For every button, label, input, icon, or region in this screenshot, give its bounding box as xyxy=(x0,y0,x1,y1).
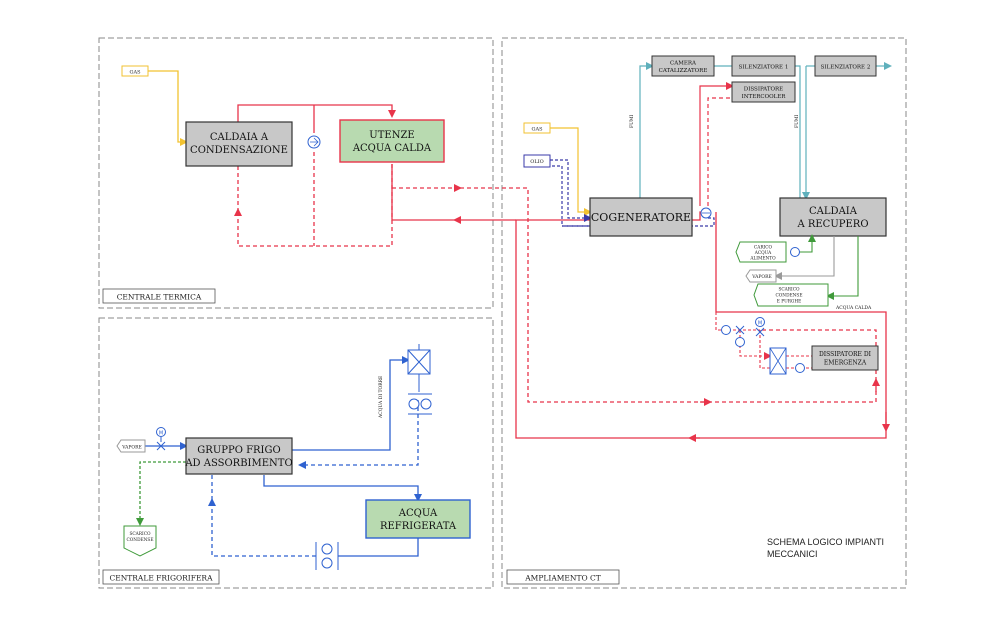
gas-tag-thermal: GAS xyxy=(121,65,149,77)
cogen-label: COGENERATORE xyxy=(591,211,691,224)
svg-text:ACQUA: ACQUA xyxy=(754,251,772,256)
hot-supply-from-ct xyxy=(515,211,887,439)
cogenerator: COGENERATORE xyxy=(589,197,693,237)
svg-text:GAS: GAS xyxy=(531,127,543,133)
cogen-pump xyxy=(700,207,712,219)
diagram-title-line1: SCHEMA LOGICO IMPIANTI xyxy=(767,537,884,547)
chilled-supply xyxy=(263,475,422,502)
flue-silencer1-to-recovery xyxy=(795,65,801,198)
hot-supply-to-utilities-b xyxy=(391,164,455,221)
absorber-steam-valve: M xyxy=(156,427,166,451)
area-frame-cooling xyxy=(98,317,494,589)
svg-text:GRUPPO FRIGO: GRUPPO FRIGO xyxy=(197,445,280,456)
steam-out-line xyxy=(774,236,835,280)
chilled-pumps xyxy=(315,542,339,570)
catalyst-chamber: CAMERA CATALIZZATORE xyxy=(651,55,715,77)
flue-cogen-to-catalyst xyxy=(639,62,654,198)
hot-supply-header xyxy=(237,104,396,122)
hot-return-loop xyxy=(234,164,393,247)
boiler-label-1: CALDAIA A xyxy=(210,132,269,143)
svg-text:AD ASSORBIMENTO: AD ASSORBIMENTO xyxy=(184,458,292,469)
area-label-cooling: CENTRALE FRIGORIFERA xyxy=(110,574,214,583)
svg-text:GAS: GAS xyxy=(129,70,141,76)
area-frames xyxy=(98,37,907,589)
emergency-valves: M xyxy=(735,317,765,337)
area-frame-thermal xyxy=(98,37,494,309)
svg-text:VAPORE: VAPORE xyxy=(121,445,142,451)
svg-text:CARICO: CARICO xyxy=(754,246,773,251)
hot-water-utilities: UTENZE ACQUA CALDA xyxy=(339,119,445,163)
motor-symbol-emergency: M xyxy=(758,321,762,327)
chilled-water-user: ACQUA REFRIGERATA xyxy=(365,499,471,539)
svg-text:REFRIGERATA: REFRIGERATA xyxy=(380,521,457,532)
cooling-tower xyxy=(407,344,432,415)
absorption-chiller: GRUPPO FRIGO AD ASSORBIMENTO xyxy=(184,437,293,475)
boiler-label-2: CONDENSAZIONE xyxy=(190,145,288,156)
recovery-boiler: CALDAIA A RECUPERO xyxy=(779,197,887,237)
hot-water-pipe-label: ACQUA CALDA xyxy=(835,305,872,311)
emergency-exchanger xyxy=(769,347,787,375)
feed-water-tag: CARICO ACQUA ALIMENTO xyxy=(735,241,787,263)
svg-text:DISSIPATORE: DISSIPATORE xyxy=(744,87,783,93)
svg-text:CONDENSE: CONDENSE xyxy=(127,538,154,543)
condensate-out xyxy=(136,461,186,526)
chilled-return-b xyxy=(208,498,316,557)
tower-supply xyxy=(292,356,410,451)
svg-text:ALIMENTO: ALIMENTO xyxy=(749,257,776,262)
tower-return xyxy=(298,400,419,469)
silencer-2: SILENZIATORE 2 xyxy=(814,55,877,77)
svg-text:SCARICO: SCARICO xyxy=(778,288,800,293)
intercooler-piping xyxy=(699,82,734,206)
utilities-label-2: ACQUA CALDA xyxy=(352,143,432,154)
thermal-piping xyxy=(148,70,890,442)
drain-tag: SCARICO CONDENSE E PURGHE xyxy=(753,283,829,307)
svg-text:ACQUA: ACQUA xyxy=(398,508,438,519)
motor-symbol-absorber: M xyxy=(159,431,163,437)
svg-text:SILENZIATORE 1: SILENZIATORE 1 xyxy=(739,65,789,71)
svg-text:DISSIPATORE DI: DISSIPATORE DI xyxy=(819,351,872,358)
svg-text:SILENZIATORE 2: SILENZIATORE 2 xyxy=(821,65,871,71)
area-label-extension: AMPLIAMENTO CT xyxy=(524,574,601,583)
svg-text:OLIO: OLIO xyxy=(530,159,544,165)
svg-text:CONDENSE: CONDENSE xyxy=(776,294,803,299)
drain-line xyxy=(826,236,859,300)
chilled-return xyxy=(338,538,419,557)
area-labels: CENTRALE TERMICA CENTRALE FRIGORIFERA AM… xyxy=(102,288,620,585)
emergency-pumps xyxy=(721,325,805,373)
svg-text:CALDAIA: CALDAIA xyxy=(809,206,858,217)
steam-tag-recovery: VAPORE xyxy=(745,269,777,283)
oil-return xyxy=(550,165,590,227)
svg-text:EMERGENZA: EMERGENZA xyxy=(824,360,867,367)
svg-text:CATALIZZATORE: CATALIZZATORE xyxy=(659,68,708,74)
condensing-boiler: CALDAIA A CONDENSAZIONE xyxy=(185,121,293,167)
feed-pump xyxy=(790,247,800,257)
svg-text:A RECUPERO: A RECUPERO xyxy=(796,219,868,230)
svg-text:CAMERA: CAMERA xyxy=(670,61,697,67)
condensate-drain-tag: SCARICO CONDENSE xyxy=(123,525,157,557)
emergency-dissipator: DISSIPATORE DI EMERGENZA xyxy=(811,345,879,371)
svg-text:E PURGHE: E PURGHE xyxy=(777,300,802,305)
flue-label-1: FUMI xyxy=(629,114,635,128)
gas-tag-cogen: GAS xyxy=(523,122,551,134)
diagram-title-line2: MECCANICI xyxy=(767,549,818,559)
flue-label-2: FUMI xyxy=(794,114,800,128)
flue-piping xyxy=(639,62,892,200)
svg-text:INTERCOOLER: INTERCOOLER xyxy=(742,94,787,100)
area-frame-extension xyxy=(501,37,907,589)
area-label-thermal: CENTRALE TERMICA xyxy=(117,293,202,302)
steam-tag-absorber: VAPORE xyxy=(116,439,146,453)
oil-supply xyxy=(550,159,592,222)
oil-tag: OLIO xyxy=(523,154,551,168)
utilities-label-1: UTENZE xyxy=(369,130,414,141)
cooling-piping xyxy=(136,356,422,557)
silencer-1: SILENZIATORE 1 xyxy=(731,55,796,77)
gas-line-cogen xyxy=(550,127,592,216)
gas-line-thermal xyxy=(148,70,188,146)
intercooler-dissipator: DISSIPATORE INTERCOOLER xyxy=(731,81,796,103)
tower-water-label: ACQUA DI TORRE xyxy=(378,376,384,419)
svg-text:SCARICO: SCARICO xyxy=(129,532,151,537)
svg-text:VAPORE: VAPORE xyxy=(751,274,772,280)
pump-thermal xyxy=(307,135,321,149)
